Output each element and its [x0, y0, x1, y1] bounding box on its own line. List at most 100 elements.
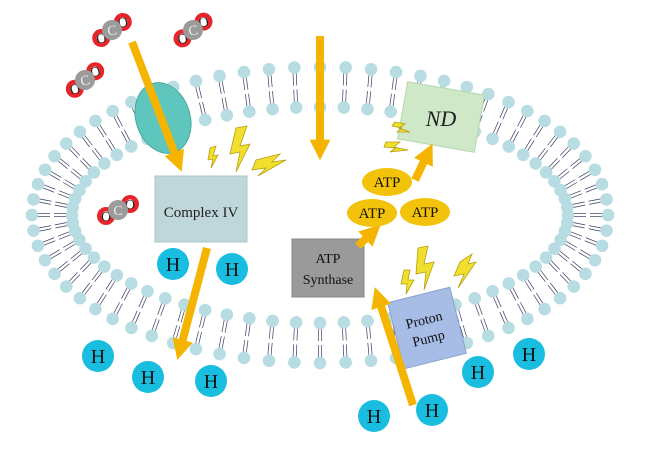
- atp-synthase-box: ATP Synthase: [291, 238, 365, 298]
- lipid-head-inner: [539, 166, 553, 179]
- lipid-head-outer: [521, 104, 534, 118]
- arrows: [128, 36, 433, 407]
- lipid-head-outer: [595, 239, 609, 253]
- lipid-head-outer: [89, 114, 102, 128]
- lipid-head-outer: [48, 149, 61, 163]
- lipid-head-inner: [337, 316, 351, 329]
- proton-h: H: [195, 365, 227, 397]
- proton-h: H: [216, 253, 248, 285]
- proton-pump-box: Proton Pump: [387, 286, 467, 370]
- oxygen-label: O: [125, 198, 135, 213]
- lipid-head-inner: [110, 148, 124, 162]
- lipid-head-outer: [25, 208, 39, 222]
- lipid-head-outer: [73, 125, 87, 139]
- lipid-head-outer: [106, 104, 119, 118]
- lipid-head-inner: [548, 175, 561, 188]
- lipid-head-inner: [79, 175, 92, 188]
- lipid-head-outer: [339, 61, 352, 74]
- lipid-head-outer: [481, 329, 495, 343]
- proton-h: H: [157, 248, 189, 280]
- atp-molecule: [362, 168, 412, 196]
- lipid-head-outer: [460, 80, 474, 94]
- lipid-head-outer: [73, 291, 87, 305]
- lipid-head-inner: [87, 166, 101, 179]
- lipid-head-outer: [567, 280, 581, 293]
- complex-iv-box: Complex IV: [154, 175, 248, 243]
- lipid-head-inner: [502, 277, 516, 290]
- carbon-atom: [75, 70, 95, 90]
- lipid-head-inner: [266, 102, 279, 116]
- lipid-head-outer: [145, 329, 159, 343]
- atp-label: ATP: [374, 175, 401, 191]
- lipid-head-outer: [553, 125, 567, 139]
- protons: H H H H H H H H H: [82, 248, 545, 432]
- lightning-icon: [453, 252, 477, 289]
- arrow-co2-to-complex-iv: [128, 40, 184, 172]
- lipid-head-inner: [486, 284, 499, 298]
- proton-label: H: [141, 367, 155, 389]
- lipid-head-inner: [516, 148, 530, 162]
- lipid-head-inner: [73, 183, 86, 197]
- lipid-head-outer: [38, 253, 52, 267]
- lipid-head-inner: [554, 233, 567, 247]
- lipid-head-inner: [98, 157, 111, 170]
- lipid-head-outer: [237, 351, 251, 365]
- lipid-head-inner: [548, 242, 561, 255]
- carbon-atom: [108, 200, 128, 220]
- lipid-head-inner: [289, 316, 303, 329]
- nd-box: ND: [396, 81, 486, 153]
- proton-label: H: [471, 362, 485, 384]
- carbon-atom: [102, 20, 122, 40]
- lipid-head-outer: [579, 267, 592, 281]
- arrow-atp-to-nd: [411, 143, 433, 182]
- lipid-head-outer: [600, 224, 613, 237]
- proton-label: H: [367, 406, 381, 428]
- lipid-head-outer: [588, 253, 602, 267]
- lipid-head-inner: [141, 284, 154, 298]
- lipid-head-inner: [529, 260, 542, 273]
- lipid-head-inner: [361, 314, 374, 328]
- lipid-head-inner: [220, 308, 234, 321]
- arrow-synthase-to-atp: [355, 224, 381, 249]
- proton-h: H: [462, 356, 494, 388]
- nd-label: ND: [425, 106, 457, 131]
- lipid-head-outer: [502, 95, 515, 109]
- proton-label: H: [166, 254, 180, 276]
- lipid-head-outer: [125, 321, 138, 335]
- co2-molecule: OOC: [97, 195, 139, 225]
- lipid-head-inner: [243, 105, 256, 119]
- proton-h: H: [416, 394, 448, 426]
- lipid-head-inner: [98, 260, 111, 273]
- proton-label: H: [425, 400, 439, 422]
- lipid-head-inner: [313, 316, 327, 330]
- lipid-head-inner: [560, 200, 574, 214]
- lightning-icon: [415, 245, 435, 291]
- lipid-head-outer: [588, 163, 602, 177]
- proton-h: H: [513, 338, 545, 370]
- proton-label: H: [522, 344, 536, 366]
- atp-label: ATP: [359, 206, 386, 222]
- co2-molecule: OOC: [65, 62, 105, 99]
- lightning-icon: [207, 145, 219, 169]
- atp-synthase-label-2: Synthase: [303, 273, 354, 288]
- lipid-head-outer: [521, 312, 534, 326]
- carbon-label: C: [187, 23, 199, 40]
- proton-h: H: [358, 400, 390, 432]
- proton-label: H: [204, 371, 218, 393]
- lipid-head-inner: [87, 251, 101, 264]
- lightning-icon: [251, 153, 287, 177]
- arrow-complex-iv-out: [172, 246, 211, 361]
- lipid-head-outer: [339, 356, 352, 369]
- arrow-protons-to-synthase: [371, 287, 417, 407]
- lipid-head-inner: [539, 251, 553, 264]
- lipid-head-outer: [437, 74, 451, 88]
- lipid-head-inner: [79, 242, 92, 255]
- atp-molecule: [400, 198, 450, 226]
- lipid-head-inner: [198, 303, 212, 317]
- lipid-head-inner: [529, 157, 542, 170]
- proton-label: H: [91, 346, 105, 368]
- lipid-head-outer: [481, 87, 495, 101]
